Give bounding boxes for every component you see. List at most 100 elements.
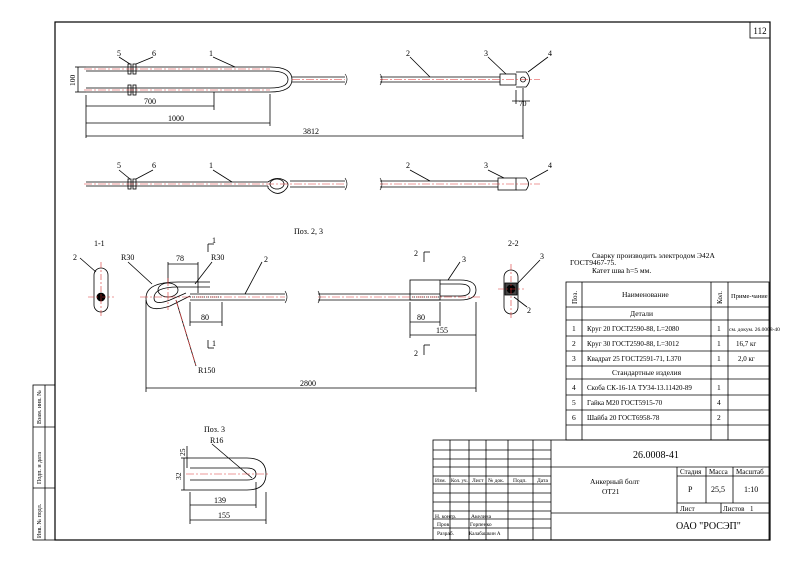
tb-header-izm: Изм. bbox=[435, 478, 447, 484]
spec-row-5-pos: 5 bbox=[572, 398, 576, 407]
poz23-axis bbox=[140, 278, 482, 367]
side-stamp-inv-original: Инв. № подл. bbox=[37, 503, 43, 538]
tb-name-1: Акелина bbox=[471, 514, 492, 520]
section-mark-2-top: 2 bbox=[414, 249, 418, 258]
spec-row-5-qty: 4 bbox=[717, 398, 721, 407]
tb-role-nkontr: Н. контр. bbox=[435, 514, 457, 520]
side-stamp-columns bbox=[32, 384, 56, 541]
page-number: 112 bbox=[753, 26, 766, 36]
spec-row-1-pos: 1 bbox=[572, 324, 576, 333]
tb-name-2: Горпенко bbox=[470, 522, 492, 528]
tb-header-data: Дата bbox=[537, 478, 549, 484]
note-line-3: Катет шва h=5 мм. bbox=[592, 266, 651, 275]
tb-scale-value: 1:10 bbox=[744, 485, 758, 494]
top-dim-700: 700 bbox=[144, 97, 156, 106]
top-dim-70: 70 bbox=[519, 99, 527, 108]
spec-row-6-name: Шайба 20 ГОСТ6958-78 bbox=[587, 414, 660, 422]
tb-header-podp: Подп. bbox=[513, 478, 527, 484]
spec-header-note: Приме-чание bbox=[731, 293, 768, 300]
tb-sheets-label: Листов bbox=[723, 505, 745, 513]
tb-mass-label: Масса bbox=[709, 468, 729, 476]
side-stamp-sign-date: Подп. и дата bbox=[37, 452, 43, 484]
tb-header-list: Лист bbox=[472, 478, 484, 484]
spec-row-3-pos: 3 bbox=[572, 354, 576, 363]
top-view bbox=[75, 56, 549, 139]
tb-mass-value: 25,5 bbox=[711, 485, 725, 494]
spec-row-2-name: Круг 30 ГОСТ2590-88, L=3012 bbox=[587, 340, 679, 348]
top-view-axis bbox=[84, 68, 540, 91]
tb-scale-label: Масштаб bbox=[736, 468, 764, 476]
mid-label-4: 4 bbox=[548, 161, 552, 170]
section-2-2 bbox=[503, 259, 541, 315]
section-1-1-pos-2: 2 bbox=[73, 253, 77, 262]
spec-header-qty: Кол. bbox=[716, 291, 724, 304]
section-2-2-label: 2-2 bbox=[508, 239, 519, 248]
tb-product-name-2: ОТ21 bbox=[602, 487, 620, 496]
spec-row-1-qty: 1 bbox=[717, 324, 721, 333]
spec-row-2-qty: 1 bbox=[717, 339, 721, 348]
top-label-3: 3 bbox=[484, 49, 488, 58]
section-1-1-label: 1-1 bbox=[94, 239, 105, 248]
tb-sheet-label: Лист bbox=[680, 505, 695, 513]
spec-section-parts: Детали bbox=[630, 309, 653, 318]
poz23-label-2: 2 bbox=[264, 255, 268, 264]
note-line-2: ГОСТ9467-75. bbox=[570, 258, 616, 267]
spec-section-standard: Стандартные изделия bbox=[612, 368, 682, 377]
mid-label-6: 6 bbox=[152, 161, 156, 170]
spec-table-grid bbox=[565, 281, 770, 441]
spec-row-2-pos: 2 bbox=[572, 339, 576, 348]
top-label-6: 6 bbox=[152, 49, 156, 58]
spec-row-4-pos: 4 bbox=[572, 383, 576, 392]
section-1-1-axis bbox=[88, 262, 114, 318]
tb-designation: 26.0008-41 bbox=[633, 450, 679, 461]
tb-organization: ОАО "РОСЭП" bbox=[676, 521, 741, 532]
top-label-5: 5 bbox=[117, 49, 121, 58]
tb-header-kol-uch: Кол. уч. bbox=[451, 479, 468, 484]
title-block-grid bbox=[432, 439, 770, 541]
top-label-1: 1 bbox=[209, 49, 213, 58]
mid-label-5: 5 bbox=[117, 161, 121, 170]
spec-row-1-note: см. докум. 26.0008-40 bbox=[729, 327, 780, 333]
poz23-caption: Поз. 2, 3 bbox=[294, 227, 323, 236]
section-mark-2-bottom: 2 bbox=[414, 349, 418, 358]
mid-label-1: 1 bbox=[209, 161, 213, 170]
spec-row-1-name: Круг 20 ГОСТ2590-88, L=2080 bbox=[587, 325, 679, 333]
mid-label-2: 2 bbox=[406, 161, 410, 170]
poz3-dim-155: 155 bbox=[218, 511, 230, 520]
page-number-box bbox=[749, 21, 771, 39]
poz23-dim-78: 78 bbox=[176, 254, 184, 263]
spec-row-3-name: Квадрат 25 ГОСТ2591-71, L370 bbox=[587, 355, 682, 363]
poz3-dim-139: 139 bbox=[214, 496, 226, 505]
section-2-2-pos-2: 2 bbox=[527, 306, 531, 315]
top-dim-1000: 1000 bbox=[168, 114, 184, 123]
spec-row-3-note: 2,0 кг bbox=[738, 355, 755, 363]
section-mark-1-bottom: 1 bbox=[212, 339, 216, 348]
tb-product-name-1: Анкерный болт bbox=[590, 477, 640, 486]
middle-view-break bbox=[344, 177, 383, 191]
poz23-dim-80-right: 80 bbox=[417, 313, 425, 322]
spec-row-3-qty: 1 bbox=[717, 354, 721, 363]
top-dim-100: 100 bbox=[68, 75, 77, 87]
tb-stage-label: Стадия bbox=[680, 468, 702, 476]
section-2-2-axis bbox=[498, 264, 524, 318]
tb-role-razrab: Разраб. bbox=[437, 530, 455, 537]
section-1-1 bbox=[79, 257, 109, 313]
section-mark-1-top: 1 bbox=[212, 236, 216, 245]
spec-row-4-name: Скоба СК-16-1А ТУ34-13.11420-89 bbox=[587, 384, 692, 392]
note-line-1: Сварку производить электродом Э42А bbox=[592, 251, 715, 260]
tb-name-3: Калабашкин А bbox=[469, 532, 501, 537]
spec-row-4-qty: 1 bbox=[717, 383, 721, 392]
top-label-4: 4 bbox=[548, 49, 552, 58]
spec-row-5-name: Гайка М20 ГОСТ5915-70 bbox=[587, 399, 663, 407]
poz23-dim-155: 155 bbox=[436, 326, 448, 335]
poz23-label-3: 3 bbox=[462, 255, 466, 264]
top-label-2: 2 bbox=[406, 49, 410, 58]
poz3-dim-32: 32 bbox=[174, 472, 183, 480]
poz23-dim-80-left: 80 bbox=[201, 313, 209, 322]
poz3-dim-r16: R16 bbox=[210, 436, 223, 445]
top-view-break bbox=[344, 73, 383, 86]
middle-view bbox=[86, 169, 549, 194]
tb-role-prov: Пров. bbox=[437, 522, 451, 528]
poz23-dim-2800: 2800 bbox=[300, 379, 316, 388]
spec-row-2-note: 16,7 кг bbox=[736, 340, 756, 348]
